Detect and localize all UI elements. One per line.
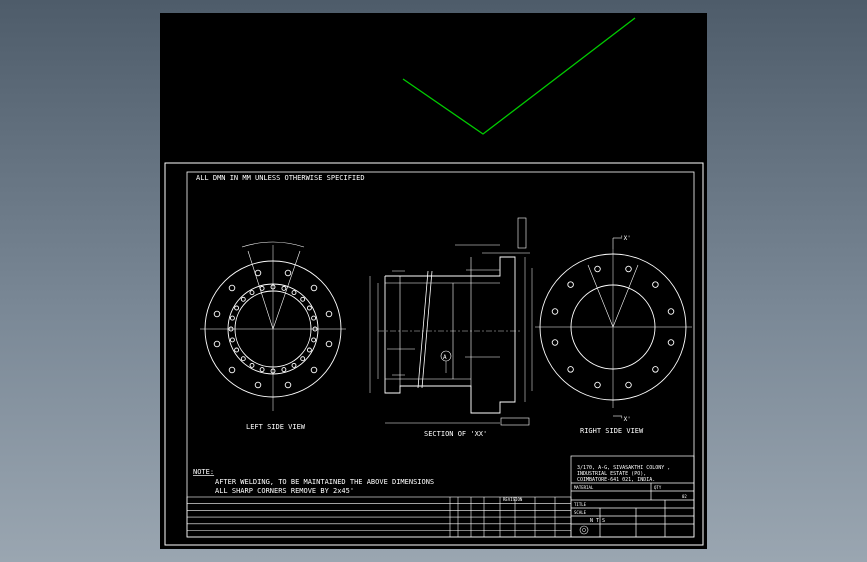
company-address-3: COIMBATORE-641 021, INDIA. <box>577 477 655 483</box>
qty-label: QTY <box>654 485 662 490</box>
company-address-1: 3/170, A-G, SIVASAKTHI COLONY , <box>577 465 670 471</box>
bolt-hole <box>229 315 235 321</box>
ucs-marker-icon <box>402 17 636 135</box>
bolt-hole <box>310 366 318 374</box>
revision-table <box>186 496 572 538</box>
note-line-2: ALL SHARP CORNERS REMOVE BY 2x45' <box>215 487 354 495</box>
left-view-label: LEFT SIDE VIEW <box>246 423 306 431</box>
section-marker: A <box>443 354 447 361</box>
bolt-hole <box>567 281 574 288</box>
outer-bolt-holes <box>213 269 333 389</box>
bolt-hole <box>254 269 262 277</box>
bolt-hole <box>306 305 312 311</box>
bolt-hole <box>300 296 306 302</box>
bolt-hole <box>259 285 265 291</box>
bolt-hole <box>291 290 297 296</box>
bolt-hole <box>213 340 221 348</box>
bolt-hole <box>551 308 559 315</box>
bolt-hole <box>234 347 240 353</box>
bolt-hole <box>284 269 292 277</box>
bolt-hole <box>249 362 255 368</box>
cad-model-viewport[interactable]: ALL DMN IN MM UNLESS OTHERWISE SPECIFIED… <box>160 13 707 549</box>
qty-value: 02 <box>682 494 687 499</box>
bolt-hole <box>240 356 246 362</box>
bolt-hole <box>325 340 333 348</box>
bolt-hole <box>249 290 255 296</box>
bolt-hole <box>229 337 235 343</box>
title-block <box>570 455 695 538</box>
flange-bolt-holes <box>551 265 675 389</box>
bolt-hole <box>270 284 276 290</box>
scale-label: SCALE <box>574 510 587 515</box>
section-view-label: SECTION OF 'XX' <box>424 430 487 438</box>
bolt-hole <box>281 367 287 373</box>
section-view <box>369 217 533 426</box>
cad-drawing[interactable]: ALL DMN IN MM UNLESS OTHERWISE SPECIFIED… <box>160 13 707 549</box>
bolt-hole <box>594 265 601 273</box>
bolt-hole <box>228 284 236 292</box>
bolt-hole <box>667 339 675 346</box>
note-line-1: AFTER WELDING, TO BE MAINTAINED THE ABOV… <box>215 478 434 486</box>
bolt-hole <box>652 366 659 373</box>
revision-header: REVISION <box>503 497 523 502</box>
right-view-label: RIGHT SIDE VIEW <box>580 427 644 435</box>
bolt-hole <box>667 308 675 315</box>
bolt-hole <box>284 381 292 389</box>
inner-tapped-holes <box>228 284 318 374</box>
bolt-hole <box>213 310 221 318</box>
right-side-view <box>535 237 692 417</box>
bolt-hole <box>310 284 318 292</box>
company-address-2: INDUSTRIAL ESTATE (PO), <box>577 471 646 477</box>
cut-marker-top: 'X' <box>620 235 631 242</box>
bolt-hole <box>281 285 287 291</box>
title-label: TITLE <box>574 502 587 507</box>
nts-value: N T S <box>590 518 605 524</box>
bolt-hole <box>234 305 240 311</box>
bolt-hole <box>300 356 306 362</box>
material-label: MATERIAL <box>574 485 594 490</box>
bolt-hole <box>259 367 265 373</box>
left-side-view <box>200 241 346 411</box>
bolt-hole <box>625 265 632 273</box>
projection-symbol-icon <box>579 525 589 535</box>
bolt-hole <box>567 366 574 373</box>
bolt-hole <box>270 368 276 374</box>
bolt-hole <box>625 381 632 389</box>
bolt-hole <box>325 310 333 318</box>
bolt-hole <box>240 296 246 302</box>
sheet-border <box>164 162 704 546</box>
bolt-hole <box>254 381 262 389</box>
bolt-hole <box>551 339 559 346</box>
notes-heading: NOTE: <box>193 468 214 476</box>
projection-symbol-inner-icon <box>582 528 586 532</box>
bolt-hole <box>312 326 318 332</box>
bolt-hole <box>594 381 601 389</box>
bolt-hole <box>311 337 317 343</box>
bolt-hole <box>652 281 659 288</box>
general-note: ALL DMN IN MM UNLESS OTHERWISE SPECIFIED <box>196 174 365 182</box>
bolt-hole <box>306 347 312 353</box>
cut-marker-bottom: 'X' <box>620 416 631 423</box>
bolt-hole <box>228 366 236 374</box>
bolt-hole <box>291 362 297 368</box>
bolt-hole <box>228 326 234 332</box>
bolt-hole <box>311 315 317 321</box>
